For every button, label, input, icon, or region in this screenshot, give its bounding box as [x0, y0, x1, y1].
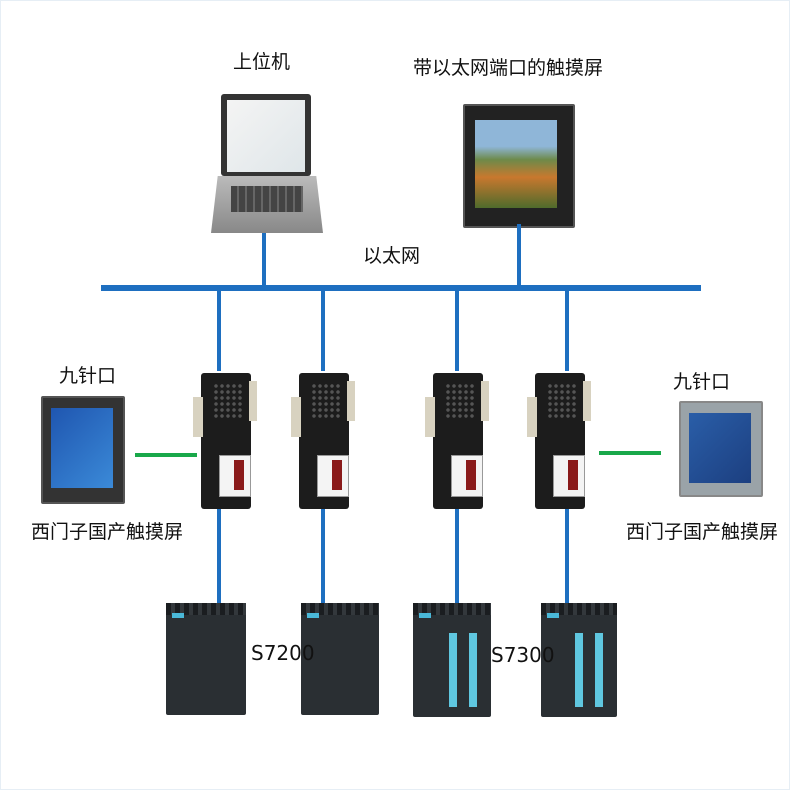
- s7300-plc-icon: [541, 603, 617, 717]
- plc-line-2: [321, 509, 325, 603]
- s7300-label: S7300: [491, 643, 555, 667]
- host-link-line: [262, 233, 266, 288]
- ethernet-bus-line: [101, 285, 701, 291]
- left-touchscreen-icon: [41, 396, 125, 504]
- ethernet-adapter-icon: [193, 373, 257, 509]
- ethernet-adapter-icon: [291, 373, 355, 509]
- s7200-plc-icon: [301, 603, 379, 715]
- drop-line-3: [455, 291, 459, 371]
- right-serial-link: [599, 451, 661, 455]
- s7300-plc-icon: [413, 603, 491, 717]
- bus-label: 以太网: [363, 245, 421, 267]
- s7200-plc-icon: [166, 603, 246, 715]
- left-device-label: 西门子国产触摸屏: [31, 521, 184, 543]
- ethernet-adapter-icon: [425, 373, 489, 509]
- right-device-label: 西门子国产触摸屏: [626, 521, 779, 543]
- right-port-label: 九针口: [673, 371, 731, 393]
- laptop-icon: [221, 94, 311, 176]
- left-serial-link: [135, 453, 197, 457]
- drop-line-1: [217, 291, 221, 371]
- plc-line-3: [455, 509, 459, 603]
- drop-line-2: [321, 291, 325, 371]
- ethernet-hmi-label: 带以太网端口的触摸屏: [413, 57, 604, 79]
- s7200-label: S7200: [251, 641, 315, 665]
- laptop-keyboard: [211, 176, 323, 233]
- ethernet-touchscreen-icon: [463, 104, 575, 228]
- ethernet-adapter-icon: [527, 373, 591, 509]
- plc-line-4: [565, 509, 569, 603]
- drop-line-4: [565, 291, 569, 371]
- hmi-link-line: [517, 224, 521, 288]
- right-touchscreen-icon: [679, 401, 763, 497]
- left-port-label: 九针口: [59, 365, 117, 387]
- host-label: 上位机: [233, 51, 291, 73]
- plc-line-1: [217, 509, 221, 603]
